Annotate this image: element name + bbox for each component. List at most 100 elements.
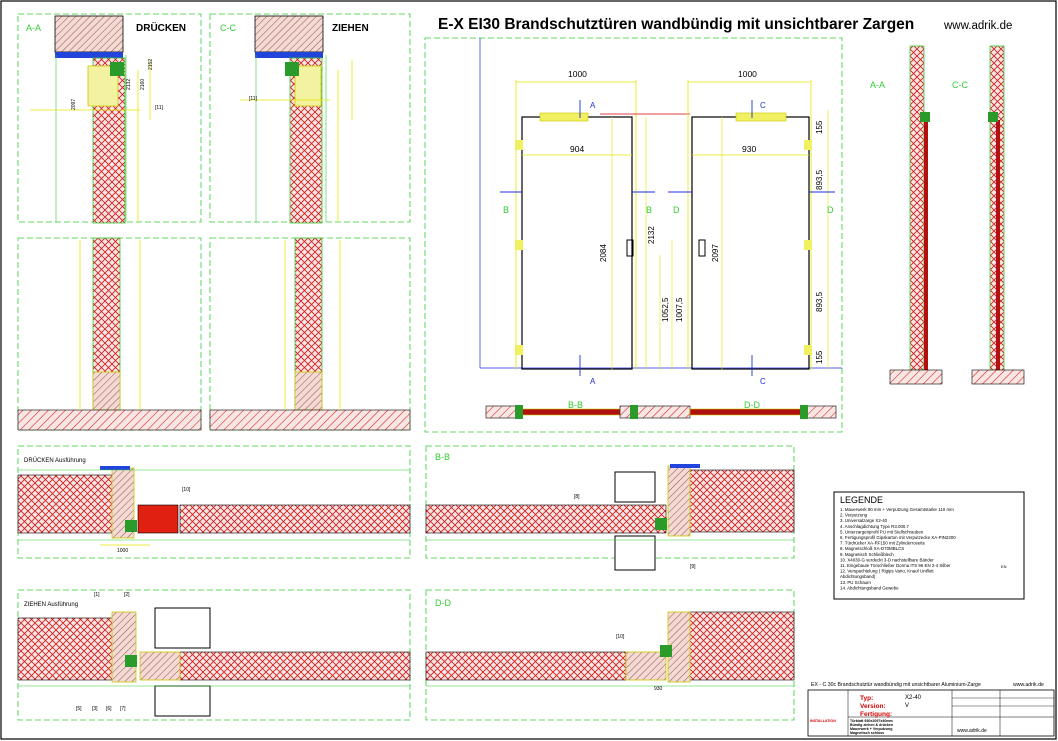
legend-item: 10. X4030-G verdeckt 3-D nachstellbare B… <box>840 557 934 562</box>
fertigung-label: Fertigung: <box>860 711 892 718</box>
legend-item: 9. Magnetisch Schließblech <box>840 552 894 557</box>
label-druecken: DRÜCKEN <box>136 21 186 34</box>
callout-10b: [10] <box>616 634 625 640</box>
dim-left-height-b: 2132 <box>647 226 656 244</box>
legend-list: 1. Mauerwerk 90 mm + Verputzung Gesamtst… <box>840 507 956 590</box>
legend-item: 13. PU Schaum <box>840 580 871 585</box>
legend-title: LEGENDE <box>840 495 883 505</box>
version-value: V <box>905 703 909 709</box>
label-ziehen: ZIEHEN <box>332 23 369 34</box>
dim-right-bottom: 155 <box>815 350 824 364</box>
dim-2132: 2132 <box>126 79 132 90</box>
legend-item: 1. Mauerwerk 90 mm + Verputzung Gesamtst… <box>840 507 954 512</box>
version-label: Version: <box>860 703 886 710</box>
legend-item: 4. Anschlagdichtung Type R3.000.7 <box>840 524 910 529</box>
callout-6: [6] <box>106 706 112 712</box>
dim-handle-a: 1052,5 <box>661 297 670 322</box>
side-label-aa: A-A <box>870 80 885 90</box>
legend-item: 12. Verspachtelung ( Rigips Vario, Knauf… <box>840 569 934 574</box>
legend-item: 6. Fertigungsprofil Gipskarton mit Verpu… <box>840 535 956 540</box>
section-druecken <box>17 445 411 559</box>
plan-label-dd: D-D <box>744 400 760 410</box>
section-label-bb: B-B <box>435 452 450 462</box>
marker-d-right: D <box>827 205 834 215</box>
dim-2160: 2160 <box>140 79 146 90</box>
legend-item: Abdichtungsband) <box>840 574 876 579</box>
dim-right-lower: 893,5 <box>815 291 824 312</box>
callout-9: [9] <box>690 564 696 570</box>
callout-7: [7] <box>120 706 126 712</box>
dim-left-overall: 1000 <box>568 69 587 79</box>
marker-a-top: A <box>590 101 596 110</box>
marker-c-bottom: C <box>760 377 766 386</box>
title-block <box>807 689 1055 737</box>
dim-right-upper: 893,5 <box>815 169 824 190</box>
callout-11: [11] <box>155 105 164 111</box>
legend-item: 7. Türdrücker XA-RF150 mit Zylinderroset… <box>840 541 926 546</box>
side-view-aa <box>889 45 943 385</box>
page-title: E-X EI30 Brandschutztüren wandbündig mit… <box>438 16 914 33</box>
detail-ziehen-bottom <box>209 237 411 431</box>
titleblock-note: Magnetisch schloss <box>850 731 884 735</box>
detail-ziehen-top <box>209 13 411 224</box>
dim-handle-b: 1007,5 <box>675 297 684 322</box>
titleblock-note: Mauerwerk + Verputzung <box>850 727 892 731</box>
titleblock-caption-url: www.adrik.de <box>1013 682 1044 688</box>
legend-side-note: EN <box>1001 564 1007 569</box>
dim-left-height-a: 2084 <box>599 244 608 262</box>
elevation-frame <box>424 37 843 433</box>
titleblock-note: Bündig ziehen & drücken <box>850 723 893 727</box>
section-ziehen <box>17 589 411 721</box>
callout-5: [5] <box>76 706 82 712</box>
titleblock-note: Türblatt 930x2097x40mm <box>850 719 893 723</box>
dim-2152: 2152 <box>148 59 154 70</box>
callout-8: [8] <box>574 494 580 500</box>
label-ziehen-ausfuehrung: ZIEHEN Ausführung <box>24 602 78 608</box>
detail-druecken-bottom <box>17 237 202 431</box>
detail-druecken-top <box>17 13 202 224</box>
typ-value: X2-40 <box>905 695 922 701</box>
titleblock-caption: EX - C 30c Brandschutztür wandbündig mit… <box>811 682 981 688</box>
callout-3: [3] <box>92 706 98 712</box>
legend-item: 2. Verputzung <box>840 513 868 518</box>
section-bb <box>425 445 795 571</box>
legend-item: 14. Abdichtungsband Gewebe <box>840 585 899 590</box>
callout-11b: [11] <box>249 96 258 102</box>
right-door-elevation <box>668 80 835 376</box>
marker-b-left: B <box>503 205 509 215</box>
legend-item: 3. Universalzarge X2-40 <box>840 518 888 523</box>
dim-2097: 2097 <box>71 99 77 110</box>
marker-b-right: B <box>646 205 652 215</box>
dim-right-overall: 1000 <box>738 69 757 79</box>
dim-1000: 1000 <box>117 548 128 554</box>
label-druecken-ausfuehrung: DRÜCKEN Ausführung <box>24 457 86 464</box>
plan-label-bb: B-B <box>568 400 583 410</box>
legend-item: 11. Eingebaute Türschließer Dorma ITS 96… <box>840 563 951 568</box>
side-label-cc: C-C <box>952 80 968 90</box>
section-dd <box>425 589 795 721</box>
marker-d-left: D <box>673 205 680 215</box>
marker-c-top: C <box>760 101 766 110</box>
marker-a-bottom: A <box>590 377 596 386</box>
dim-930: 930 <box>654 686 663 692</box>
titleblock-url: www.adrik.de <box>957 728 987 734</box>
dim-right-height: 2097 <box>711 244 720 262</box>
plan-strip <box>485 405 837 419</box>
left-door-elevation <box>500 80 690 376</box>
dim-right-top: 155 <box>815 120 824 134</box>
section-label-aa: A-A <box>26 23 41 33</box>
callout-10: [10] <box>182 487 191 493</box>
legend-box <box>833 491 1025 600</box>
callout-2: [2] <box>124 592 130 598</box>
section-label-dd: D-D <box>435 598 451 608</box>
installation-label: INSTALLATION <box>810 719 836 723</box>
legend-item: 5. Unterzargenprofil PU mit Stellschraub… <box>840 529 924 534</box>
dim-left-leaf: 904 <box>570 144 584 154</box>
dim-right-leaf: 930 <box>742 144 756 154</box>
typ-label: Typ: <box>860 695 873 702</box>
website-label: www.adrik.de <box>943 20 1012 32</box>
